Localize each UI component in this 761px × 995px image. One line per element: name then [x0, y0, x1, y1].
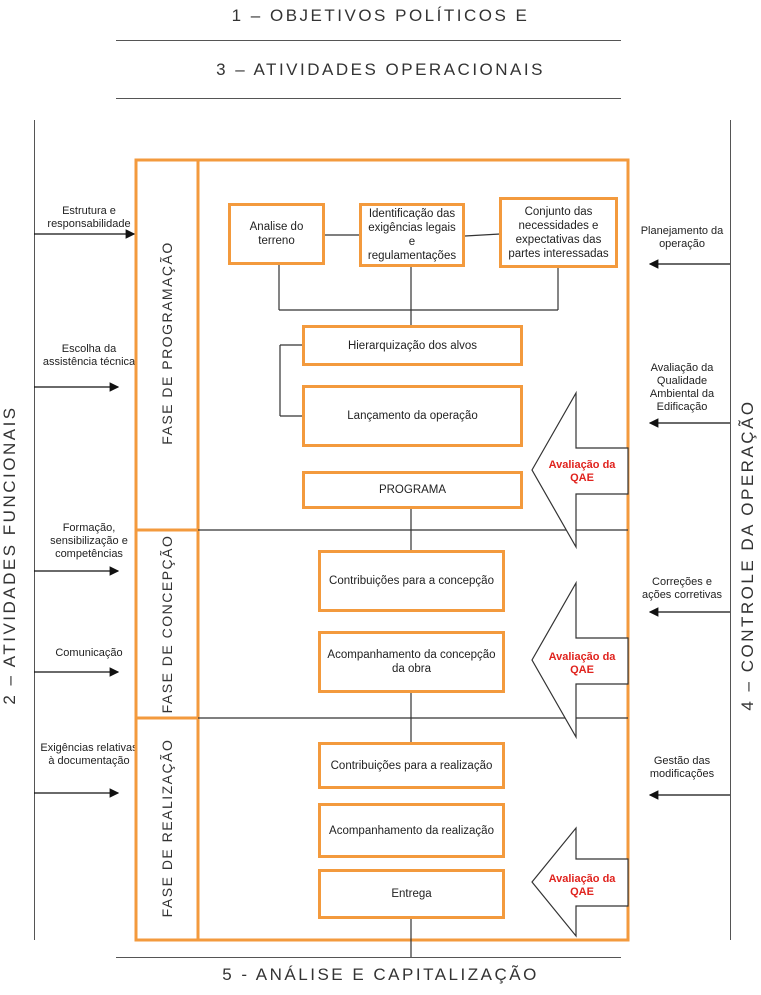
- phase-label-programacao: FASE DE PROGRAMAÇÃO: [159, 241, 175, 445]
- title-analise-capitalizacao: 5 - ANÁLISE E CAPITALIZAÇÃO: [222, 965, 539, 984]
- box-conjunto-necessidades: Conjunto das necessidades e expectativas…: [499, 197, 618, 268]
- left-axis-line: [34, 120, 35, 940]
- qae-label-programacao: Avaliação da QAE: [548, 459, 616, 484]
- qae-arrow-2: [531, 580, 629, 740]
- qae-arrow-3: [531, 826, 629, 938]
- divider-bottom: [116, 957, 621, 958]
- divider-top-2: [116, 98, 621, 99]
- phase-label-concepcao: FASE DE CONCEPÇÃO: [159, 534, 175, 714]
- title-objetivos: 1 – OBJETIVOS POLÍTICOS E: [231, 6, 530, 25]
- left-item-formacao: Formação, sensibilização e competências: [50, 522, 128, 560]
- right-item-avaliacao: Avaliação da Qualidade Ambiental da Edif…: [649, 362, 715, 413]
- box-entrega: Entrega: [318, 869, 505, 919]
- qae-arrow-1: [531, 390, 629, 550]
- left-item-documentacao: Exigências relativas à documentação: [40, 742, 138, 767]
- box-hierarquizacao-alvos: Hierarquização dos alvos: [302, 325, 523, 366]
- divider-top-1: [116, 40, 621, 41]
- box-contribuicoes-realizacao: Contribuições para a realização: [318, 742, 505, 789]
- right-item-gestao: Gestão das modificações: [649, 755, 715, 780]
- qae-label-realizacao: Avaliação da QAE: [548, 873, 616, 898]
- box-contribuicoes-concepcao: Contribuições para a concepção: [318, 550, 505, 612]
- right-axis-line: [730, 120, 731, 940]
- left-item-comunicacao: Comunicação: [55, 647, 123, 659]
- box-identificacao-exigencias: Identificação das exigências legais e re…: [359, 203, 465, 267]
- left-item-estrutura: Estrutura e responsabilidade: [47, 205, 131, 230]
- phase-label-realizacao: FASE DE REALIZAÇÃO: [159, 738, 175, 918]
- right-item-planejamento: Planejamento da operação: [640, 225, 724, 250]
- outer-frame: [134, 158, 630, 942]
- left-item-assistencia: Escolha da assistência técnica: [42, 343, 136, 368]
- box-acompanhamento-concepcao: Acompanhamento da concepção da obra: [318, 631, 505, 693]
- title-atividades-operacionais: 3 – ATIVIDADES OPERACIONAIS: [216, 60, 545, 79]
- qae-label-concepcao: Avaliação da QAE: [548, 651, 616, 676]
- box-lancamento-operacao: Lançamento da operação: [302, 385, 523, 447]
- box-analise-terreno: Analise do terreno: [228, 203, 325, 265]
- right-item-correcoes: Correções e ações corretivas: [641, 576, 723, 601]
- box-acompanhamento-realizacao: Acompanhamento da realização: [318, 803, 505, 858]
- box-programa: PROGRAMA: [302, 471, 523, 509]
